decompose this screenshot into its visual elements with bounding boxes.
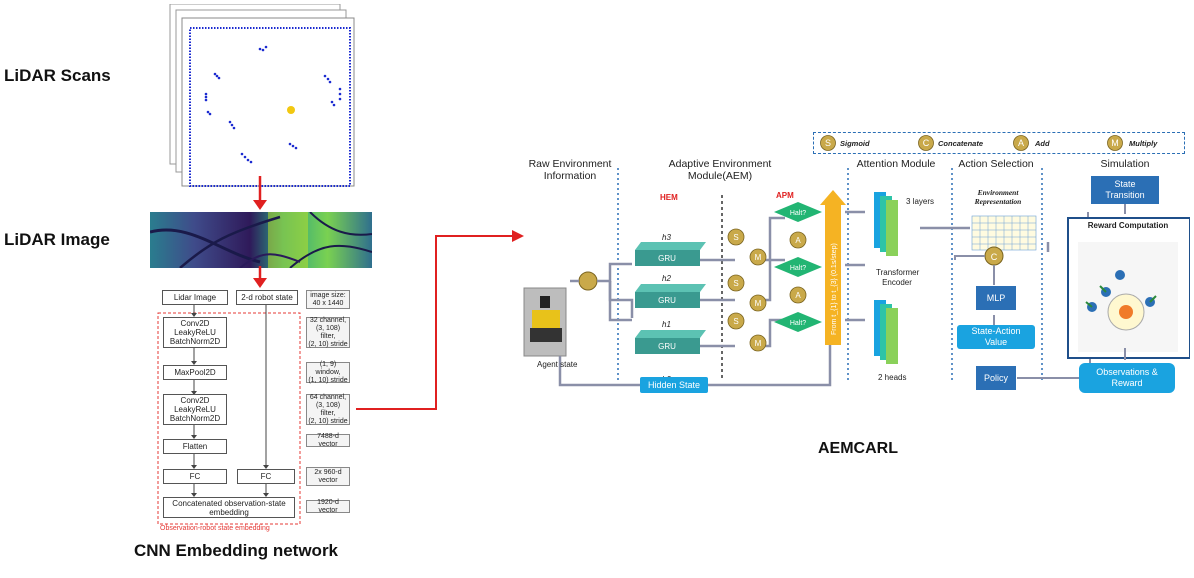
two-heads-label: 2 heads [878, 373, 907, 382]
arrow-image-to-cnn [253, 266, 267, 288]
three-layers-label: 3 layers [906, 197, 935, 206]
h2-label: h2 [662, 274, 671, 283]
svg-text:M: M [755, 299, 762, 308]
reward-computation-label: Reward Computation [1087, 221, 1169, 230]
conv-block-1: Conv2D LeakyReLU BatchNorm2D [163, 317, 227, 348]
legend-symbols: S C A M Sigmoid Concatenate Add Multiply [820, 135, 1158, 151]
env-rep-label: Environment Representation [974, 188, 1022, 206]
halt-3-label: Halt? [790, 320, 806, 327]
lidar-scans-label: LiDAR Scans [4, 66, 111, 85]
svg-text:A: A [795, 291, 801, 300]
h1-label: h1 [662, 320, 671, 329]
legend-concatenate: Concatenate [938, 139, 983, 148]
note-conv2: 64 channel, (3, 108) filter, (2, 10) str… [306, 394, 350, 425]
agent-state-label: Agent state [537, 360, 578, 369]
section-attention: Attention Module [856, 158, 936, 170]
cnn-embedding-label: CNN Embedding network [134, 541, 339, 560]
dashed-caption: Observation-robot state embedding [160, 525, 270, 532]
lidar-heatmap-image [150, 212, 372, 268]
hem-label: HEM [660, 193, 678, 202]
legend-sigmoid: Sigmoid [840, 139, 870, 148]
cnn-connections [157, 305, 301, 525]
halt-1-label: Halt? [790, 210, 806, 217]
arrow-scans-to-image [253, 176, 267, 210]
hidden-state-box: Hidden State [640, 377, 708, 393]
note-flatten: 7488-d vector [306, 433, 350, 448]
conv-block-2: Conv2D LeakyReLU BatchNorm2D [163, 394, 227, 425]
section-aem: Adaptive Environment Module(AEM) [668, 158, 772, 182]
lidar-image-input-box: Lidar Image [162, 290, 228, 305]
gru-2-label: GRU [658, 296, 676, 305]
legend-m-symbol: M [1111, 138, 1119, 148]
svg-text:M: M [755, 253, 762, 262]
mlp-box: MLP [976, 286, 1016, 310]
legend-s-symbol: S [825, 138, 831, 148]
ops-legend [813, 132, 1185, 154]
svg-text:A: A [795, 236, 801, 245]
svg-text:C: C [991, 252, 998, 262]
transformer-label: Transformer Encoder [876, 268, 920, 287]
right-flow-arrows [1017, 204, 1126, 379]
note-fc: 2x 960-d vector [306, 467, 350, 486]
legend-multiply: Multiply [1129, 139, 1158, 148]
svg-text:S: S [733, 279, 738, 288]
state-transition-box: State Transition [1091, 176, 1159, 204]
section-raw-env: Raw Environment Information [528, 158, 612, 182]
observations-reward-box: Observations & Reward [1079, 363, 1175, 393]
note-concat: 1920-d vector [306, 499, 350, 514]
note-conv1: 32 channel, (3, 108) filter, (2, 10) str… [306, 317, 350, 348]
apm-label: APM [776, 191, 794, 200]
section-simulation: Simulation [1100, 158, 1150, 170]
legend-add: Add [1034, 139, 1050, 148]
aemcarl-title: AEMCARL [818, 440, 898, 457]
lidar-image-label: LiDAR Image [4, 230, 110, 249]
vertical-bar-text: From t_{1} to t_{3} (0.1s/step) [831, 243, 838, 335]
fc-right-block: FC [237, 469, 295, 484]
policy-box: Policy [976, 366, 1016, 390]
note-maxpool: (1, 9) window, (1, 10) stride [306, 361, 350, 384]
state-action-value-box: State-Action Value [957, 325, 1035, 349]
h3-label: h3 [662, 233, 671, 242]
legend-a-symbol: A [1018, 138, 1024, 148]
maxpool-block: MaxPool2D [163, 365, 227, 380]
svg-text:S: S [733, 233, 738, 242]
gru-3-label: GRU [658, 342, 676, 351]
note-image-size: image size: 40 x 1440 [306, 290, 350, 309]
fc-left-block: FC [163, 469, 227, 484]
gru-1-label: GRU [658, 254, 676, 263]
section-action: Action Selection [958, 158, 1034, 170]
flatten-block: Flatten [163, 439, 227, 454]
legend-c-symbol: C [923, 138, 930, 148]
svg-text:M: M [755, 339, 762, 348]
lidar-scans-image [169, 4, 355, 187]
concat-embedding-block: Concatenated observation-state embedding [163, 497, 295, 518]
robot-state-input-box: 2-d robot state [236, 290, 298, 305]
svg-text:S: S [733, 317, 738, 326]
arrow-cnn-to-aemcarl [356, 230, 524, 410]
halt-2-label: Halt? [790, 265, 806, 272]
